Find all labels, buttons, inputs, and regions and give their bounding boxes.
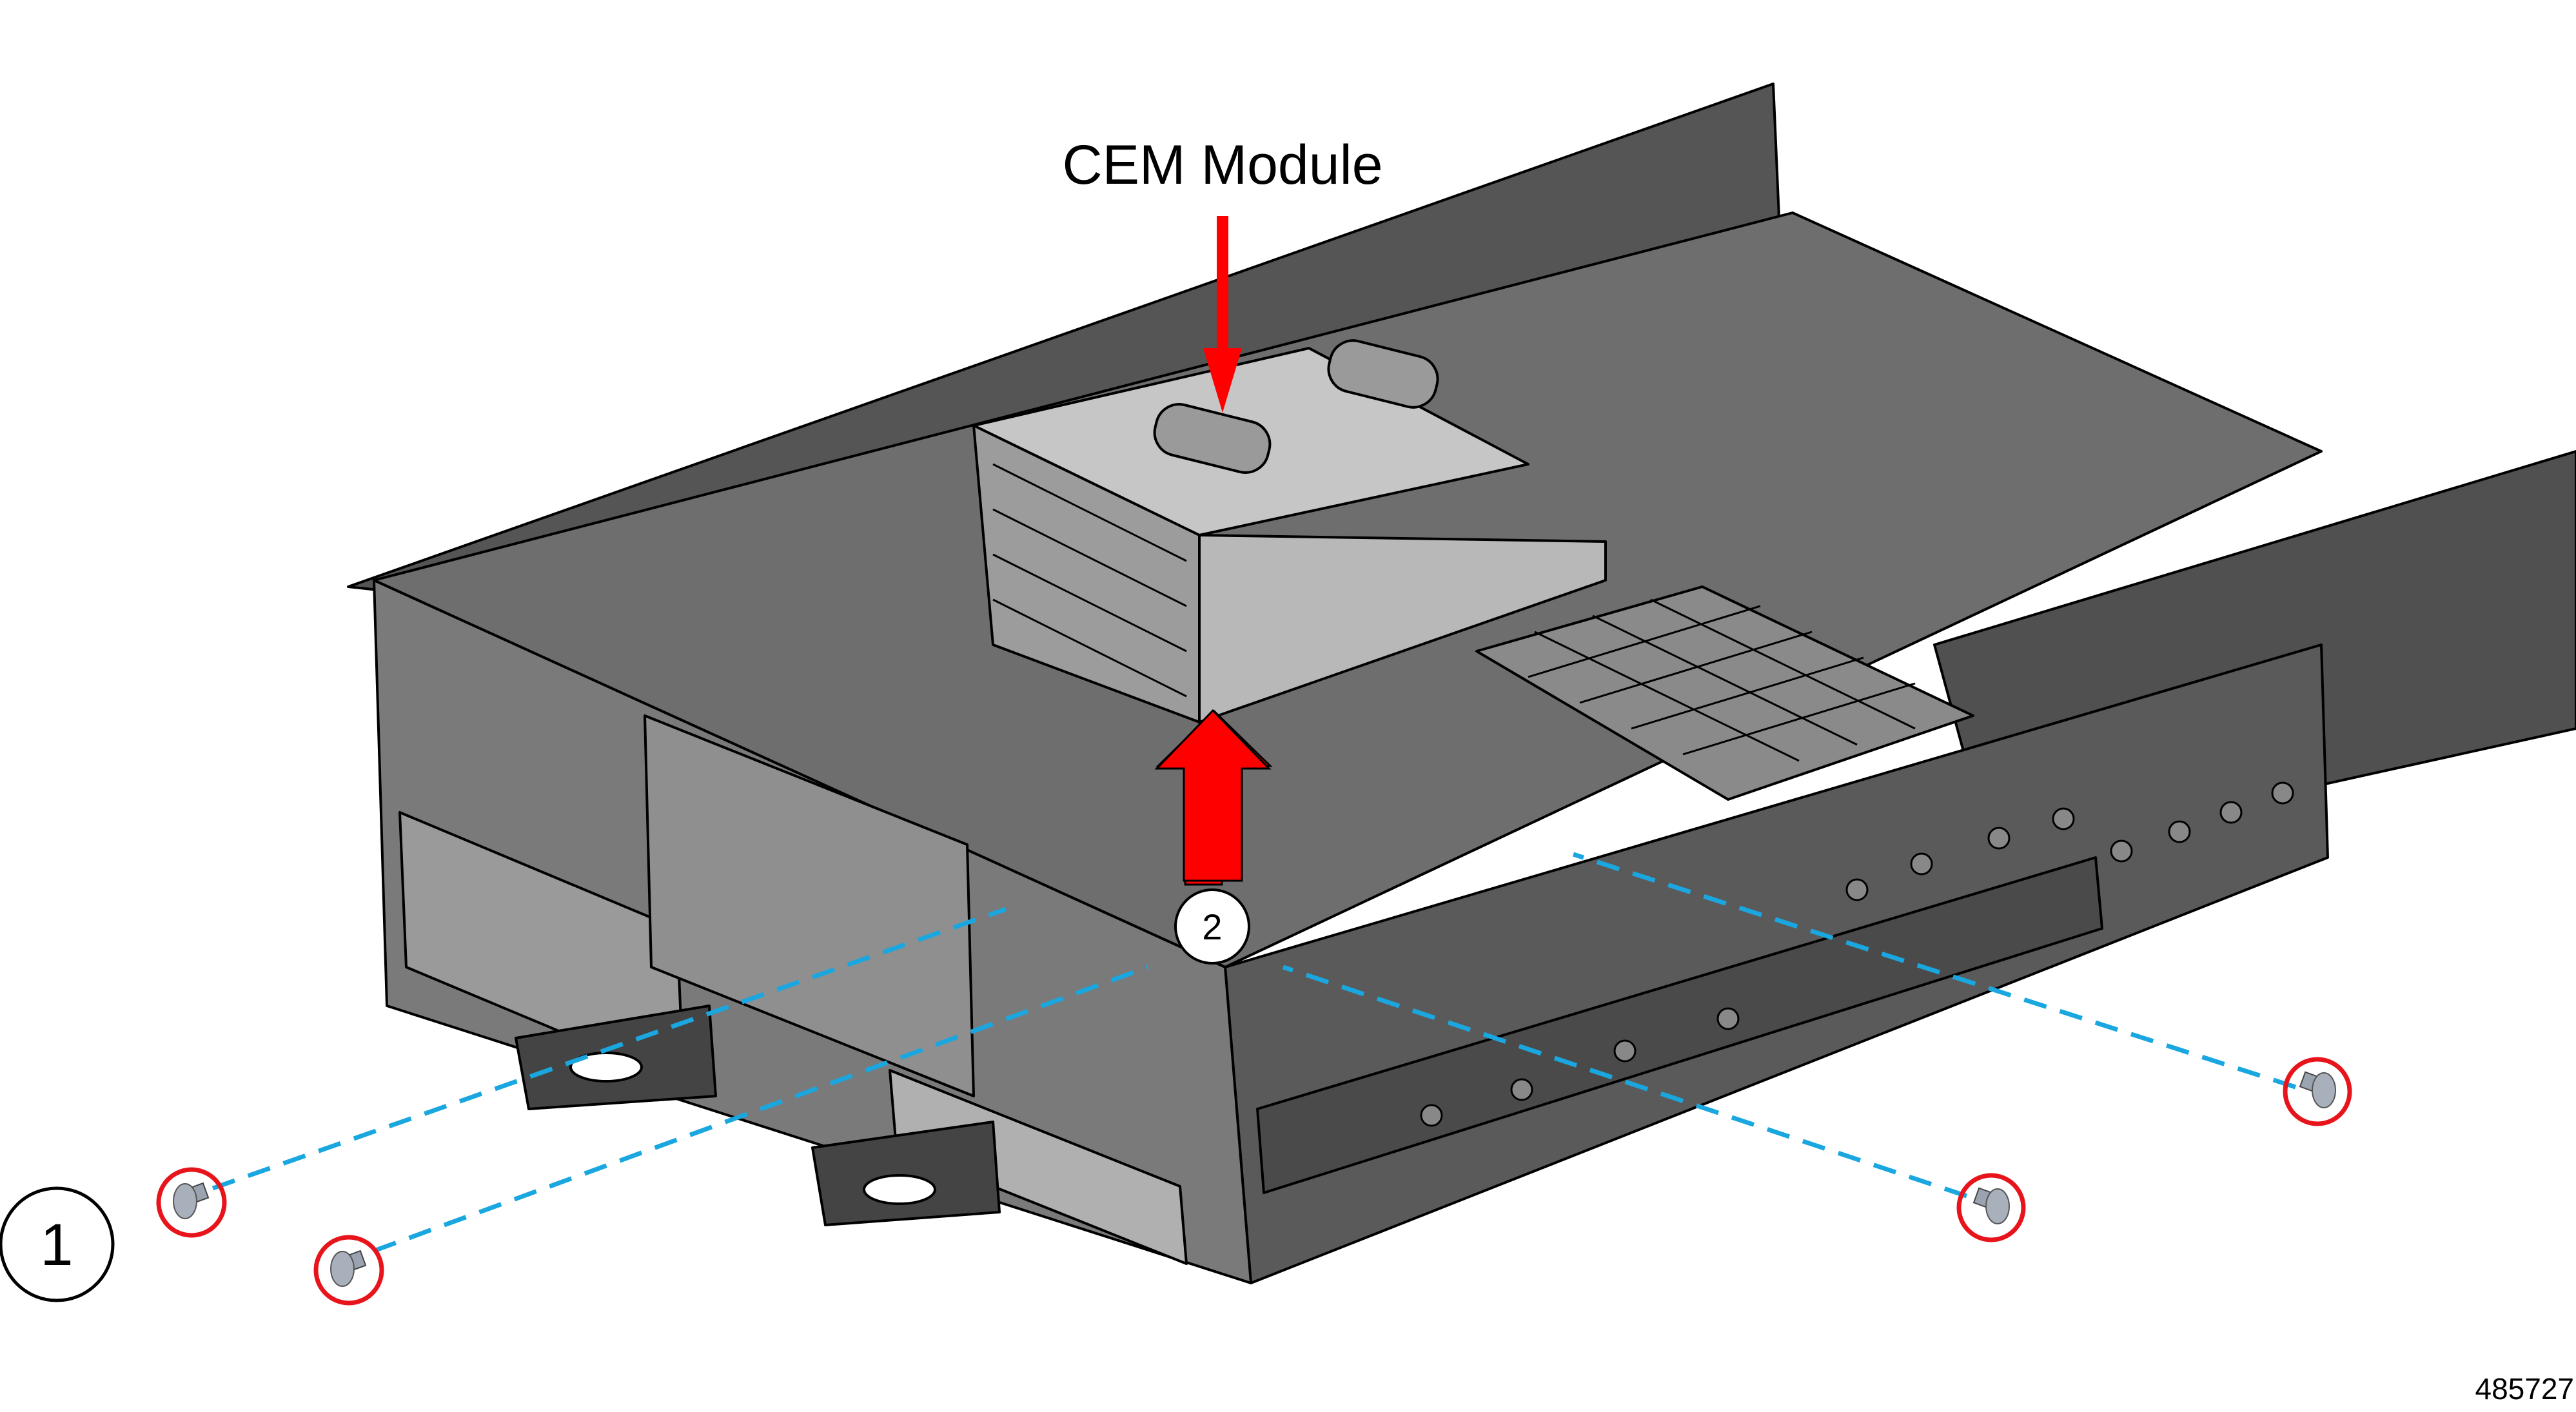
screw-3	[1956, 1173, 2026, 1242]
screw-4-icon	[2299, 1071, 2336, 1108]
screw-4-ring	[2283, 1057, 2352, 1126]
lift-up-arrow-body	[1154, 709, 1272, 882]
screw-4	[2283, 1057, 2352, 1126]
chassis-side-recess	[1256, 856, 2103, 1194]
guide-line-screw-4	[1572, 852, 2297, 1090]
pcie-slot-strip	[644, 714, 975, 1097]
step-1-label: 1	[40, 1212, 73, 1278]
mounting-ear-left-slot	[569, 1052, 643, 1083]
rail-holes	[1420, 781, 2294, 1127]
screw-3-icon	[1972, 1187, 2010, 1224]
fan-grid-lines	[1528, 598, 1916, 762]
screw-1	[156, 1167, 227, 1238]
cem-module-shelf	[1198, 534, 1607, 723]
guide-line-screw-3	[1282, 965, 1968, 1199]
guide-line-screw-1	[211, 907, 1007, 1191]
chassis-front-bay-right	[889, 1069, 1188, 1265]
fan-tray	[1475, 585, 1974, 801]
screw-1-ring	[156, 1167, 227, 1238]
step-2-label: 2	[1202, 907, 1222, 947]
cem-module-connector-grid	[992, 463, 1187, 698]
cem-callout-arrow	[1203, 216, 1242, 413]
server-chassis	[347, 83, 2576, 1284]
step-1-badge: 1	[0, 1186, 115, 1302]
cem-module-handle-opening-2	[1327, 339, 1439, 409]
screw-2-ring	[313, 1235, 384, 1306]
step-2-badge: 2	[1174, 888, 1250, 965]
figure-id: 485727	[2475, 1372, 2575, 1406]
guide-line-screw-2	[373, 965, 1149, 1253]
screw-1-icon	[173, 1182, 210, 1219]
screw-2	[313, 1235, 384, 1306]
mounting-ear-right-slot	[863, 1174, 936, 1205]
mounting-ear-right	[811, 1121, 1001, 1226]
screw-guide-lines	[211, 852, 2297, 1253]
cem-module	[972, 339, 1607, 723]
cem-module-callout-label: CEM Module	[1062, 134, 1382, 196]
cem-module-handle-opening-1	[1153, 403, 1272, 474]
screw-3-ring	[1956, 1173, 2026, 1242]
screw-2-icon	[330, 1250, 367, 1287]
